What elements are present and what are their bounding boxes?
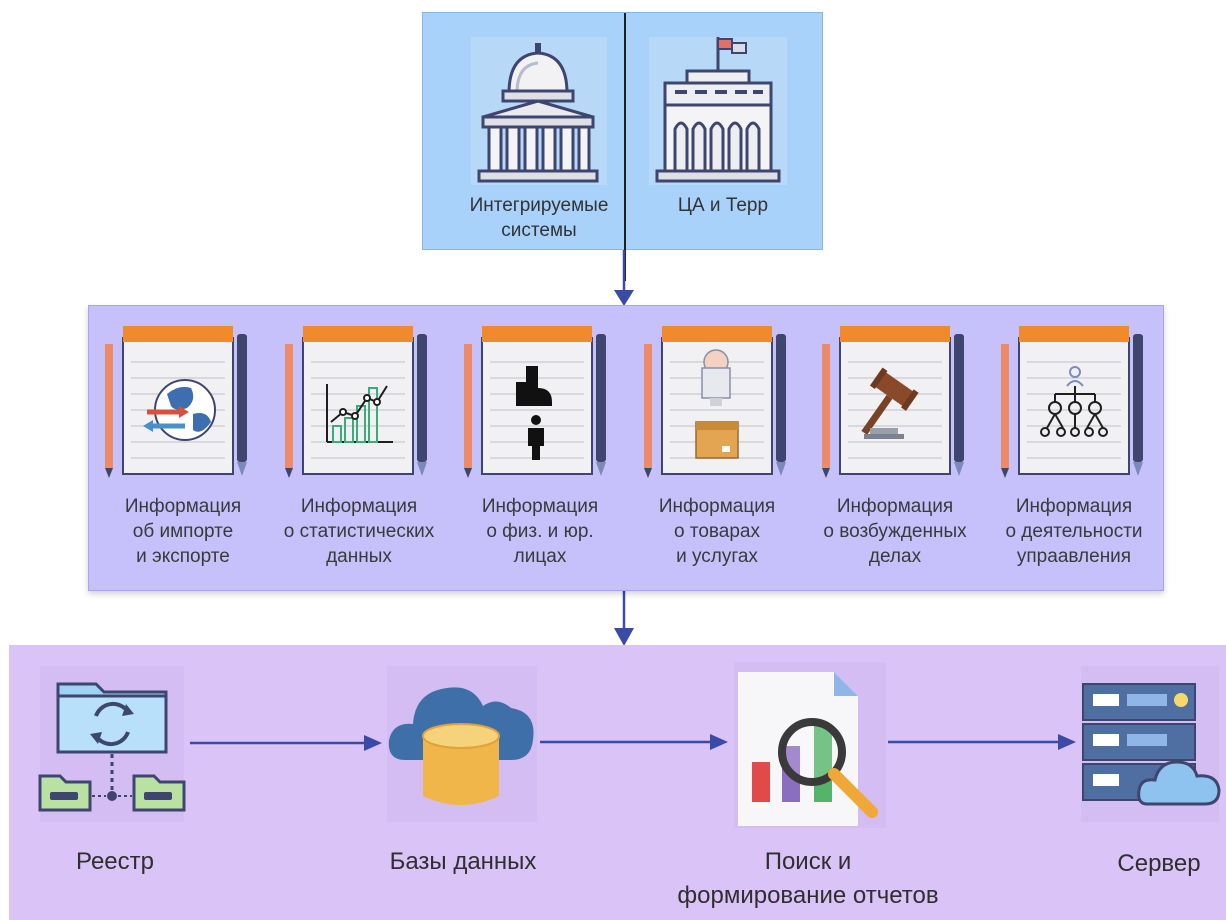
process-label-search: Поиск и формирование отчетов bbox=[677, 848, 939, 909]
source-label-integrated: Интегрируемые системы bbox=[469, 195, 609, 241]
arrowhead-db-to-search bbox=[710, 734, 728, 750]
cloud-database-icon bbox=[387, 666, 537, 822]
gavel-icon bbox=[861, 367, 919, 439]
process-label-databases: Базы данных bbox=[389, 848, 537, 875]
arrowhead-sources-to-info bbox=[614, 290, 634, 306]
arrowhead-info-to-process bbox=[614, 628, 634, 646]
government-building-flag-icon bbox=[649, 37, 787, 185]
report-search-icon bbox=[734, 662, 886, 828]
goods-services-icon bbox=[695, 349, 739, 459]
sources-divider bbox=[624, 13, 626, 281]
sources-panel: Интегрируемые системы ЦА и Терр bbox=[422, 12, 823, 281]
org-structure-icon bbox=[1040, 366, 1108, 437]
capitol-building-icon bbox=[471, 37, 607, 185]
process-label-server: Сервер bbox=[1117, 850, 1201, 877]
source-label-central: ЦА и Терр bbox=[677, 195, 769, 216]
notebook-management bbox=[1001, 326, 1143, 478]
notebook-persons bbox=[464, 326, 606, 478]
process-label-registry: Реестр bbox=[76, 848, 154, 875]
server-cloud-icon bbox=[1081, 666, 1221, 822]
building-person-icon bbox=[516, 366, 552, 460]
arrowhead-search-to-server bbox=[1058, 734, 1076, 750]
notebook-cases bbox=[822, 326, 964, 478]
notebook-goods bbox=[644, 326, 786, 478]
info-panel bbox=[88, 305, 1164, 591]
sync-folder-icon bbox=[38, 666, 186, 822]
notebook-statistics bbox=[285, 326, 427, 478]
arrowhead-registry-to-db bbox=[364, 735, 382, 751]
notebook-import-export bbox=[105, 326, 247, 478]
process-panel bbox=[9, 645, 1226, 920]
chart-growth-icon bbox=[326, 384, 393, 443]
globe-exchange-icon bbox=[143, 379, 216, 441]
